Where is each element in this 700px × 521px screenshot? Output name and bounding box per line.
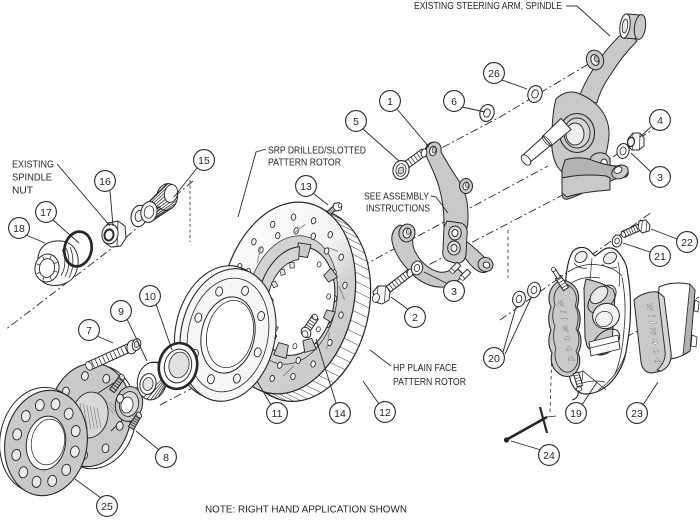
svg-text:3: 3 [657, 172, 663, 184]
svg-text:13: 13 [300, 181, 312, 193]
svg-text:11: 11 [272, 408, 283, 420]
svg-text:NUT: NUT [12, 186, 33, 197]
svg-text:SRP DRILLED/SLOTTED: SRP DRILLED/SLOTTED [268, 146, 366, 157]
svg-text:16: 16 [99, 176, 111, 188]
svg-text:INSTRUCTIONS: INSTRUCTIONS [366, 204, 430, 215]
svg-text:SEE ASSEMBLY: SEE ASSEMBLY [364, 192, 429, 203]
svg-text:12: 12 [379, 407, 391, 419]
svg-text:26: 26 [488, 68, 500, 80]
svg-text:3: 3 [451, 286, 457, 298]
svg-text:SPINDLE: SPINDLE [12, 173, 52, 184]
svg-text:4: 4 [657, 115, 663, 127]
svg-text:EXISTING STEERING ARM, SPINDLE: EXISTING STEERING ARM, SPINDLE [414, 1, 562, 12]
svg-text:EXISTING: EXISTING [12, 160, 54, 171]
svg-text:18: 18 [13, 223, 25, 235]
svg-text:PATTERN ROTOR: PATTERN ROTOR [393, 377, 466, 388]
svg-text:22: 22 [681, 237, 693, 249]
svg-text:5: 5 [353, 116, 359, 128]
svg-text:6: 6 [451, 96, 457, 108]
svg-text:HP PLAIN FACE: HP PLAIN FACE [393, 363, 457, 374]
svg-text:NOTE: RIGHT HAND APPLICATION S: NOTE: RIGHT HAND APPLICATION SHOWN [205, 505, 407, 516]
svg-text:8: 8 [163, 452, 169, 464]
svg-text:23: 23 [631, 408, 643, 420]
svg-text:1: 1 [387, 96, 393, 108]
svg-text:15: 15 [198, 155, 210, 167]
svg-text:17: 17 [40, 207, 52, 219]
svg-text:14: 14 [334, 408, 346, 420]
svg-text:19: 19 [570, 408, 582, 420]
svg-text:2: 2 [412, 312, 418, 324]
svg-text:21: 21 [654, 251, 666, 263]
svg-text:9: 9 [118, 306, 124, 318]
svg-text:10: 10 [144, 291, 156, 303]
svg-text:25: 25 [101, 501, 113, 513]
svg-text:24: 24 [543, 450, 555, 462]
svg-text:20: 20 [488, 353, 500, 365]
svg-text:7: 7 [86, 325, 92, 337]
svg-text:PATTERN ROTOR: PATTERN ROTOR [268, 157, 341, 168]
